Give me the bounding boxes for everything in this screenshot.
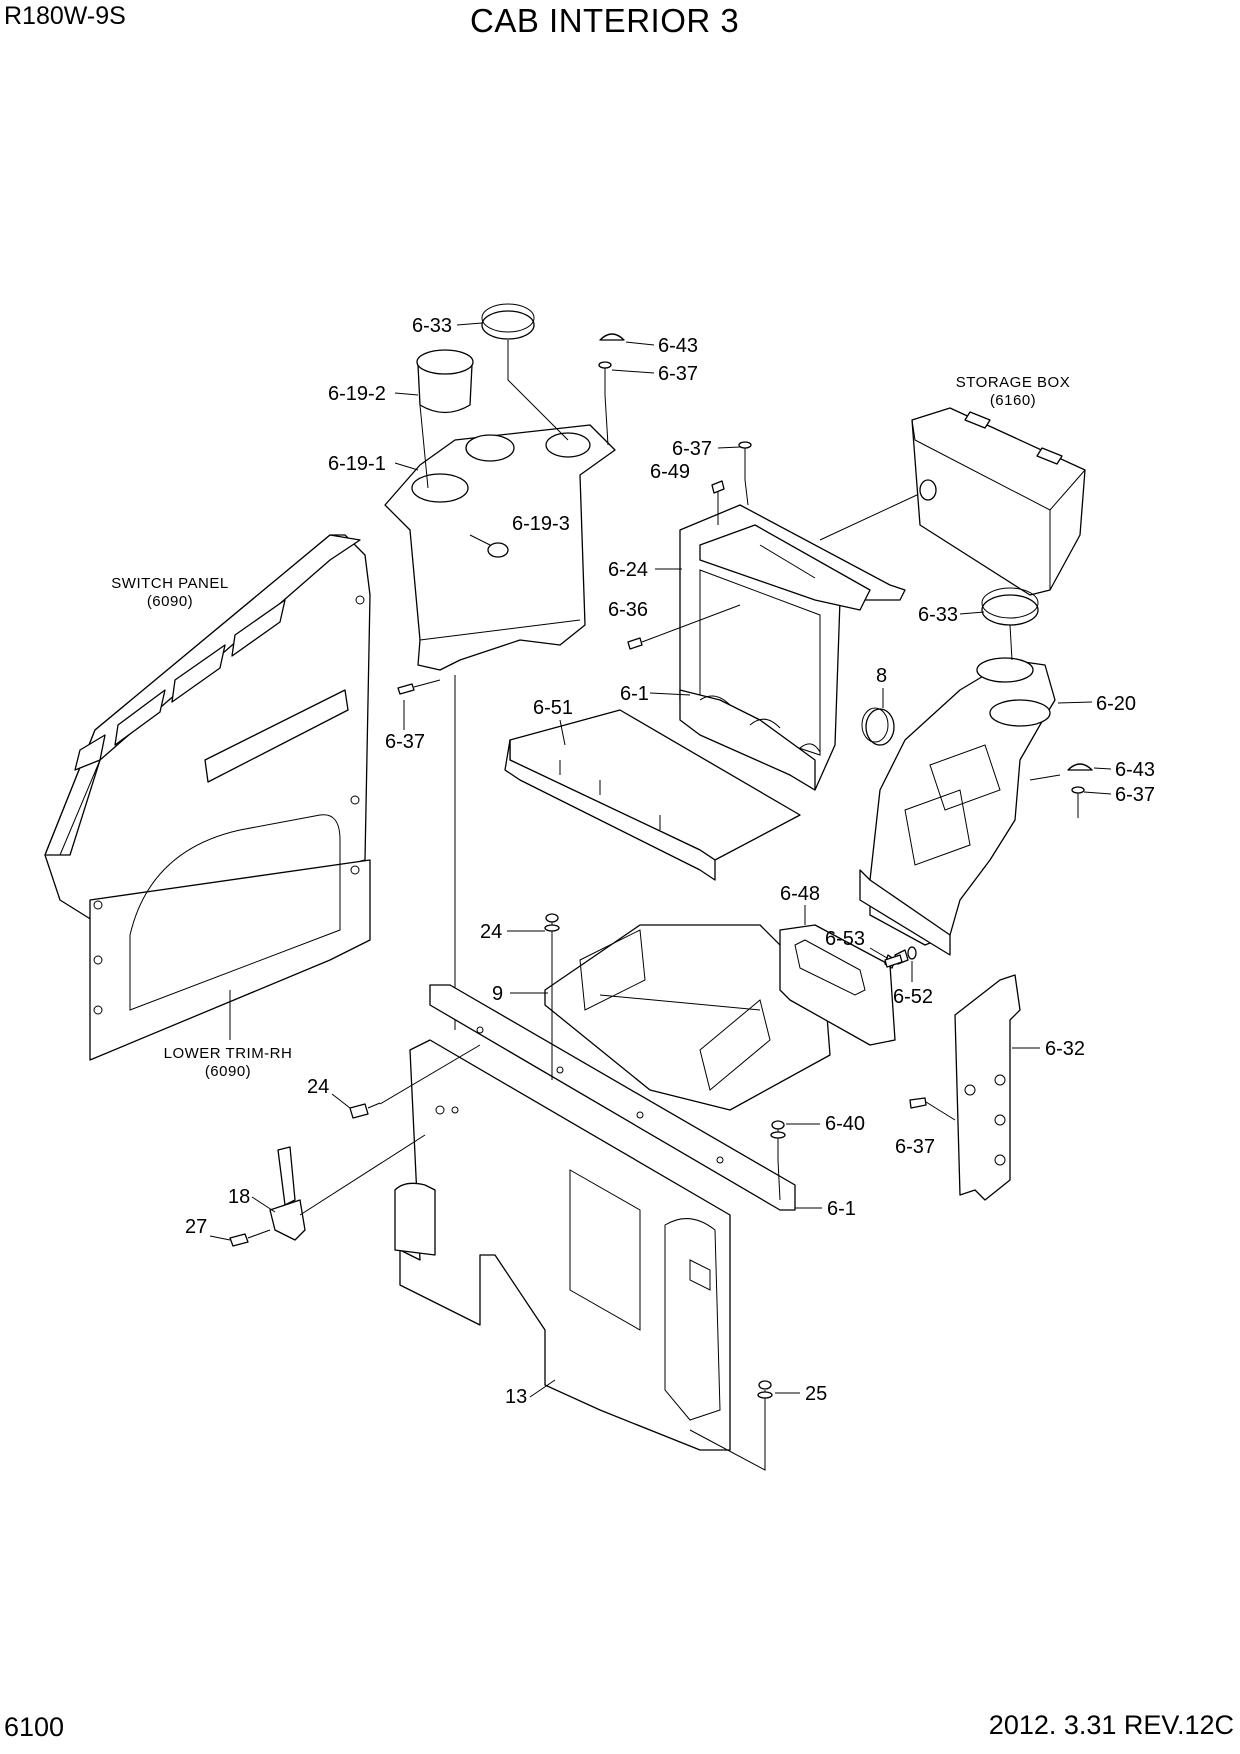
long-rail-drawing xyxy=(429,984,796,1211)
callout-6-19-1: 6-19-1 xyxy=(328,453,386,475)
page-number: 6100 xyxy=(4,1712,65,1742)
callout-8: 8 xyxy=(876,665,887,687)
callout-6-53: 6-53 xyxy=(825,928,865,950)
right-cup-holder-drawing xyxy=(859,587,1093,956)
callout-6-51: 6-51 xyxy=(533,697,573,719)
callout-6-19-2: 6-19-2 xyxy=(328,383,386,405)
callout-6-37-mid: 6-37 xyxy=(672,438,712,460)
callout-27: 27 xyxy=(185,1216,207,1238)
lower-trim-ref-line1: LOWER TRIM-RH xyxy=(164,1045,293,1062)
callout-24-top: 24 xyxy=(480,921,502,943)
callout-25: 25 xyxy=(805,1383,827,1405)
reference-labels: STORAGE BOX (6160) SWITCH PANEL (6090) L… xyxy=(111,374,1070,1080)
callout-6-1-mid: 6-1 xyxy=(620,683,649,705)
callout-9: 9 xyxy=(492,983,503,1005)
callout-13: 13 xyxy=(505,1386,527,1408)
callout-24-left: 24 xyxy=(307,1076,329,1098)
callout-6-33-right: 6-33 xyxy=(918,604,958,626)
callout-6-40: 6-40 xyxy=(825,1113,865,1135)
switch-panel-ref-line2: (6090) xyxy=(147,593,193,610)
revision-date: 2012. 3.31 REV.12C xyxy=(988,1710,1234,1740)
hardware-drawing xyxy=(229,913,917,1471)
callout-6-19-3: 6-19-3 xyxy=(512,513,570,535)
callout-18: 18 xyxy=(228,1186,250,1208)
callout-6-37-left: 6-37 xyxy=(385,731,425,753)
part-callouts: 6-33 6-43 6-37 6-19-2 6-19-1 6-19-3 6-37… xyxy=(185,315,1155,1408)
callout-6-20: 6-20 xyxy=(1096,693,1136,715)
callout-6-48: 6-48 xyxy=(780,883,820,905)
callout-6-52: 6-52 xyxy=(893,986,933,1008)
callout-6-32: 6-32 xyxy=(1045,1038,1085,1060)
callout-6-43-top: 6-43 xyxy=(658,335,698,357)
diagram-title: CAB INTERIOR 3 xyxy=(470,2,740,39)
storage-box-ref-line2: (6160) xyxy=(990,392,1036,409)
storage-box-drawing xyxy=(911,407,1086,596)
model-number: R180W-9S xyxy=(4,2,126,30)
storage-box-ref-line1: STORAGE BOX xyxy=(956,374,1070,391)
cup-holder-panel-drawing xyxy=(384,303,625,1030)
callout-6-37-right: 6-37 xyxy=(1115,784,1155,806)
callout-6-49: 6-49 xyxy=(650,461,690,483)
callout-6-33-top: 6-33 xyxy=(412,315,452,337)
tray-drawing xyxy=(504,709,801,881)
callout-6-24: 6-24 xyxy=(608,559,648,581)
base-plate-drawing xyxy=(394,1039,731,1451)
bracket-drawing xyxy=(544,924,831,1111)
center-panel-drawing xyxy=(627,441,961,791)
callout-6-43-right: 6-43 xyxy=(1115,759,1155,781)
switch-panel-ref-line1: SWITCH PANEL xyxy=(111,575,228,592)
side-bracket-drawing xyxy=(909,974,1021,1201)
lower-trim-ref-line2: (6090) xyxy=(205,1063,251,1080)
callout-6-1-lower: 6-1 xyxy=(827,1198,856,1220)
callout-6-37-lower: 6-37 xyxy=(895,1136,935,1158)
callout-6-36: 6-36 xyxy=(608,599,648,621)
callout-6-37-top: 6-37 xyxy=(658,363,698,385)
switch-panel-drawing xyxy=(44,534,371,1061)
